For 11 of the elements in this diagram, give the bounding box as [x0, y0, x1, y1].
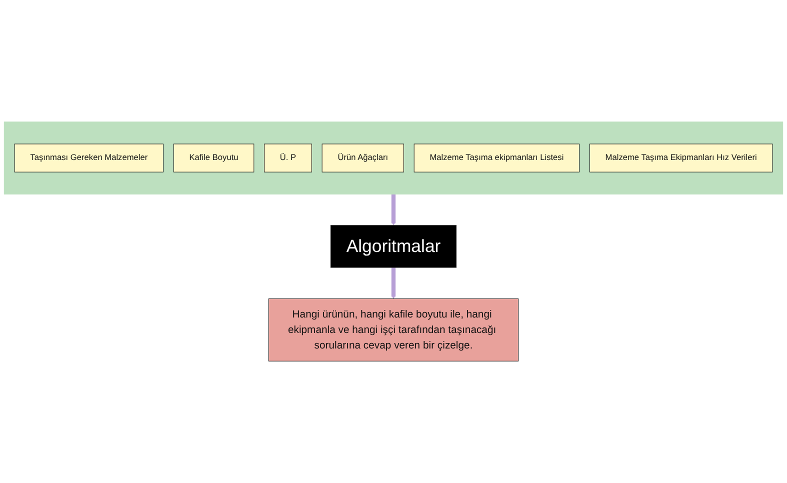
node-box: Ü. P: [264, 144, 312, 172]
node-box: Algoritmalar: [330, 225, 457, 268]
node-box: Taşınması Gereken Malzemeler: [14, 144, 164, 172]
node-box: Hangi ürünün, hangi kafile boyutu ile, hangi ekipmanla ve hangi işçi tarafından taşınacağı sorularına cevap veren bir çizelge.: [268, 298, 519, 362]
node-box: Malzeme Taşıma ekipmanları Listesi: [414, 144, 580, 172]
node-box: Malzeme Taşıma Ekipmanları Hız Verileri: [589, 144, 773, 172]
arrow: [391, 268, 396, 299]
arrow: [391, 194, 396, 226]
node-box: Ürün Ağaçları: [322, 144, 404, 172]
cluster: [4, 122, 784, 194]
node-box: Kafile Boyutu: [173, 144, 254, 172]
